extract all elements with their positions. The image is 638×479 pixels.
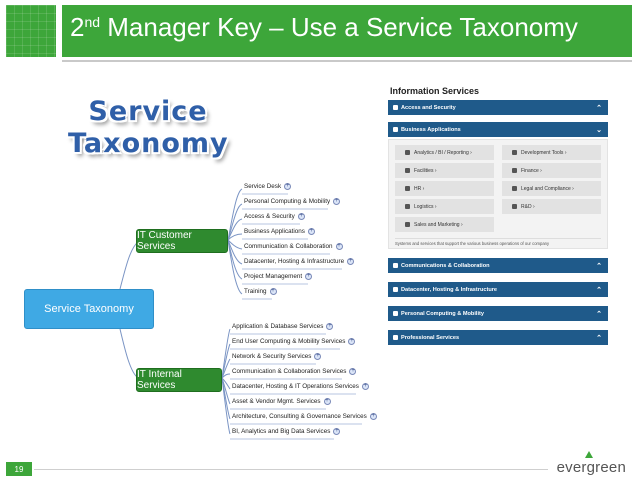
expand-icon[interactable]: + xyxy=(361,383,369,390)
tile-facilities[interactable]: Facilities › xyxy=(395,163,494,178)
mindmap-leaf[interactable]: Communication & Collaboration Services+ xyxy=(232,368,357,375)
business-applications-description: Systems and services that support the va… xyxy=(395,238,601,246)
footer-divider xyxy=(34,469,548,470)
tile-legal[interactable]: Legal and Compliance › xyxy=(502,181,601,196)
expand-icon[interactable]: + xyxy=(369,413,377,420)
evergreen-logo: evergreen xyxy=(557,451,626,476)
mindmap-node-internal-services[interactable]: IT Internal Services xyxy=(136,368,222,392)
expand-icon[interactable]: + xyxy=(333,198,341,205)
people-icon xyxy=(405,186,410,191)
panel-title: Information Services xyxy=(390,86,480,96)
header-bar xyxy=(62,5,632,57)
section-professional-services[interactable]: Professional Services ⌃ xyxy=(388,330,608,345)
section-datacenter[interactable]: Datacenter, Hosting & Infrastructure ⌃ xyxy=(388,282,608,297)
laptop-icon xyxy=(393,311,398,316)
expand-icon[interactable]: + xyxy=(284,183,292,190)
money-icon xyxy=(512,168,517,173)
section-communications[interactable]: Communications & Collaboration ⌃ xyxy=(388,258,608,273)
tile-rnd[interactable]: R&D › xyxy=(502,199,601,214)
expand-icon[interactable]: + xyxy=(347,258,355,265)
tile-analytics[interactable]: Analytics / BI / Reporting › xyxy=(395,145,494,160)
mindmap-leaf[interactable]: Project Management+ xyxy=(244,273,313,280)
expand-icon[interactable]: + xyxy=(269,288,277,295)
cart-icon xyxy=(405,222,410,227)
tile-logistics[interactable]: Logistics › xyxy=(395,199,494,214)
mindmap-leaf[interactable]: Datacenter, Hosting & IT Operations Serv… xyxy=(232,383,369,390)
expand-icon[interactable]: + xyxy=(326,323,334,330)
expand-icon[interactable]: + xyxy=(335,243,343,250)
page-number: 19 xyxy=(6,462,32,476)
tile-development-tools[interactable]: Development Tools › xyxy=(502,145,601,160)
mindmap-leaf[interactable]: End User Computing & Mobility Services+ xyxy=(232,338,356,345)
chevron-up-icon[interactable]: ⌃ xyxy=(596,286,602,294)
mindmap-leaf[interactable]: Application & Database Services+ xyxy=(232,323,334,330)
mindmap-leaf[interactable]: Service Desk+ xyxy=(244,183,292,190)
mindmap-leaf[interactable]: Access & Security+ xyxy=(244,213,305,220)
building-icon xyxy=(405,168,410,173)
chevron-up-icon[interactable]: ⌃ xyxy=(596,262,602,270)
section-access-security[interactable]: Access and Security ⌃ xyxy=(388,100,608,115)
expand-icon[interactable]: + xyxy=(307,228,315,235)
truck-icon xyxy=(405,204,410,209)
section-personal-computing[interactable]: Personal Computing & Mobility ⌃ xyxy=(388,306,608,321)
service-taxonomy-heading: Service Taxonomy xyxy=(68,96,229,159)
logo-triangle-icon xyxy=(584,451,593,458)
mindmap-leaf[interactable]: Communication & Collaboration+ xyxy=(244,243,343,250)
mindmap-leaf[interactable]: Training+ xyxy=(244,288,277,295)
header-divider xyxy=(62,60,632,62)
expand-icon[interactable]: + xyxy=(348,338,356,345)
expand-icon[interactable]: + xyxy=(314,353,322,360)
tile-finance[interactable]: Finance › xyxy=(502,163,601,178)
wifi-icon xyxy=(393,263,398,268)
mindmap-leaf[interactable]: Asset & Vendor Mgmt. Services+ xyxy=(232,398,331,405)
gavel-icon xyxy=(512,186,517,191)
tile-sales-marketing[interactable]: Sales and Marketing › xyxy=(395,217,494,232)
chevron-down-icon[interactable]: ⌄ xyxy=(596,126,602,134)
expand-icon[interactable]: + xyxy=(349,368,357,375)
document-icon xyxy=(393,127,398,132)
mindmap-leaf[interactable]: Network & Security Services+ xyxy=(232,353,322,360)
mindmap-leaf[interactable]: Architecture, Consulting & Governance Se… xyxy=(232,413,377,420)
header-pattern-square xyxy=(6,5,56,57)
mindmap-root-node[interactable]: Service Taxonomy xyxy=(24,289,154,329)
lock-icon xyxy=(393,105,398,110)
mindmap-leaf[interactable]: BI, Analytics and Big Data Services+ xyxy=(232,428,341,435)
chevron-up-icon[interactable]: ⌃ xyxy=(596,310,602,318)
chevron-up-icon[interactable]: ⌃ xyxy=(596,104,602,112)
expand-icon[interactable]: + xyxy=(333,428,341,435)
expand-icon[interactable]: + xyxy=(297,213,305,220)
business-applications-content: Analytics / BI / Reporting › Development… xyxy=(388,139,608,249)
mindmap-node-customer-services[interactable]: IT Customer Services xyxy=(136,229,228,253)
slide-title: 2nd Manager Key – Use a Service Taxonomy xyxy=(70,12,578,42)
tile-hr[interactable]: HR › xyxy=(395,181,494,196)
mindmap-leaf[interactable]: Datacenter, Hosting & Infrastructure+ xyxy=(244,258,355,265)
information-services-panel: Information Services Access and Security… xyxy=(388,86,608,366)
chevron-up-icon[interactable]: ⌃ xyxy=(596,334,602,342)
people-icon xyxy=(393,335,398,340)
expand-icon[interactable]: + xyxy=(305,273,313,280)
wrench-icon xyxy=(512,150,517,155)
flask-icon xyxy=(512,204,517,209)
section-business-applications[interactable]: Business Applications ⌄ xyxy=(388,122,608,137)
chart-icon xyxy=(405,150,410,155)
mindmap-leaf[interactable]: Business Applications+ xyxy=(244,228,315,235)
cloud-icon xyxy=(393,287,398,292)
mindmap-leaf[interactable]: Personal Computing & Mobility+ xyxy=(244,198,341,205)
expand-icon[interactable]: + xyxy=(323,398,331,405)
